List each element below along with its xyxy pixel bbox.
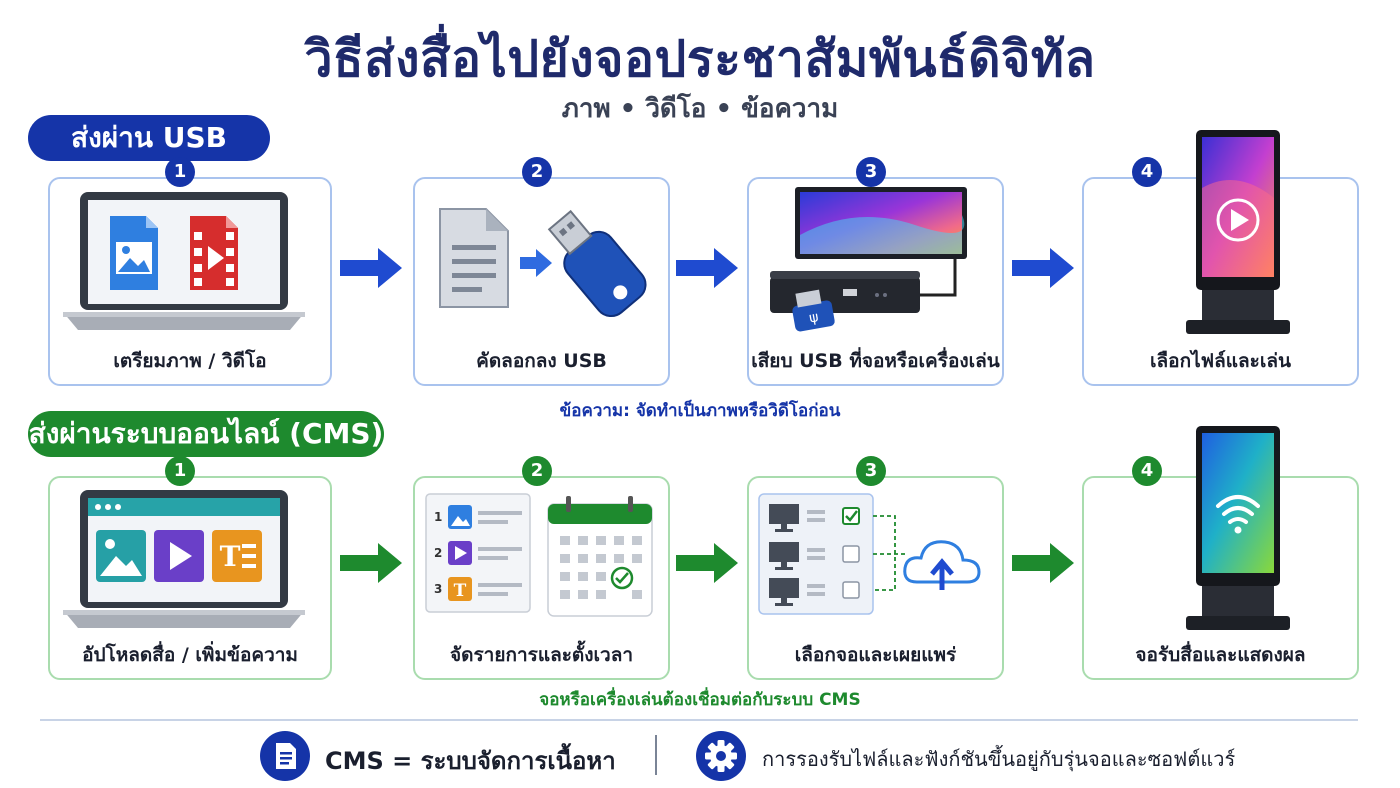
cms-connection-note: จอหรือเครื่องเล่นต้องเชื่อมต่อกับระบบ CM… (539, 690, 861, 710)
check-icon (610, 566, 634, 590)
copy-to-usb-illustration (439, 208, 647, 318)
media-player-icon (770, 271, 920, 313)
playlist-schedule-illustration: 1 2 3 T (425, 493, 653, 617)
cms-step-4-badge: 4 (1132, 456, 1162, 486)
usb-text-note: ข้อความ: จัดทำเป็นภาพหรือวิดีโอก่อน (559, 401, 841, 421)
page-subtitle: ภาพ • วิดีโอ • ข้อความ (561, 94, 839, 124)
cms-arrow-3 (1012, 543, 1074, 583)
cms-section-label: ส่งผ่านระบบออนไลน์ (CMS) (28, 411, 384, 457)
cloud-upload-icon (903, 540, 981, 590)
usb-step-3-label: เสียบ USB ที่จอหรือเครื่องเล่น (751, 350, 1000, 372)
cms-step-2-label: จัดรายการและตั้งเวลา (449, 644, 634, 666)
playlist-number-2: 2 (434, 546, 442, 560)
laptop-upload-illustration: T (63, 490, 305, 628)
usb-step-4-label: เลือกไฟล์และเล่น (1150, 350, 1291, 372)
kiosk-screen-icon (1186, 130, 1290, 334)
cms-arrow-1 (340, 543, 402, 583)
cms-step-4-label: จอรับสื่อและแสดงผล (1135, 644, 1306, 666)
usb-arrow-3 (1012, 248, 1074, 288)
kiosk-screen-icon (1186, 426, 1290, 630)
usb-drive-icon (547, 209, 647, 318)
cms-step-3-badge: 3 (856, 456, 886, 486)
video-icon (190, 216, 238, 290)
usb-arrow-2 (676, 248, 738, 288)
footer-divider (40, 719, 1358, 721)
laptop-media-illustration (63, 192, 305, 330)
page-title: วิธีส่งสื่อไปยังจอประชาสัมพันธ์ดิจิทัล (304, 30, 1096, 88)
usb-step-3-badge: 3 (856, 157, 886, 187)
svg-text:ψ: ψ (808, 309, 820, 326)
monitor-icon (769, 504, 799, 532)
image-icon (96, 530, 146, 582)
image-icon (110, 216, 158, 290)
playlist-number-3: 3 (434, 582, 442, 596)
document-icon (439, 208, 509, 308)
monitor-icon (769, 542, 799, 570)
usb-step-1-badge: 1 (165, 157, 195, 187)
svg-text:T: T (220, 540, 241, 573)
cms-step-1-label: อัปโหลดสื่อ / เพิ่มข้อความ (82, 644, 298, 666)
plug-usb-illustration: ψ (770, 187, 967, 332)
cms-step-1-badge: 1 (165, 456, 195, 486)
play-icon (1216, 198, 1260, 242)
usb-section-label: ส่งผ่าน USB (28, 115, 270, 161)
publish-screens-illustration (758, 493, 981, 615)
usb-step-2-badge: 2 (522, 157, 552, 187)
text-icon: T (212, 530, 262, 582)
cms-step-2-badge: 2 (522, 456, 552, 486)
video-icon (154, 530, 204, 582)
compatibility-note: การรองรับไฟล์และฟังก์ชันขึ้นอยู่กับรุ่นจ… (762, 747, 1236, 771)
usb-arrow-1 (340, 248, 402, 288)
document-icon (260, 731, 310, 781)
usb-step-2-label: คัดลอกลง USB (476, 350, 607, 372)
gear-icon (696, 731, 746, 781)
monitor-icon (795, 187, 967, 259)
cms-arrow-2 (676, 543, 738, 583)
footer-separator (655, 735, 657, 775)
usb-step-1-label: เตรียมภาพ / วิดีโอ (113, 350, 267, 372)
svg-text:T: T (454, 581, 467, 601)
calendar-icon (547, 496, 653, 617)
monitor-icon (769, 578, 799, 606)
playlist-number-1: 1 (434, 510, 442, 524)
cms-step-3-label: เลือกจอและเผยแพร่ (794, 644, 957, 666)
cms-definition: CMS = ระบบจัดการเนื้อหา (325, 747, 616, 775)
usb-step-4-badge: 4 (1132, 157, 1162, 187)
wifi-icon (1216, 495, 1260, 524)
